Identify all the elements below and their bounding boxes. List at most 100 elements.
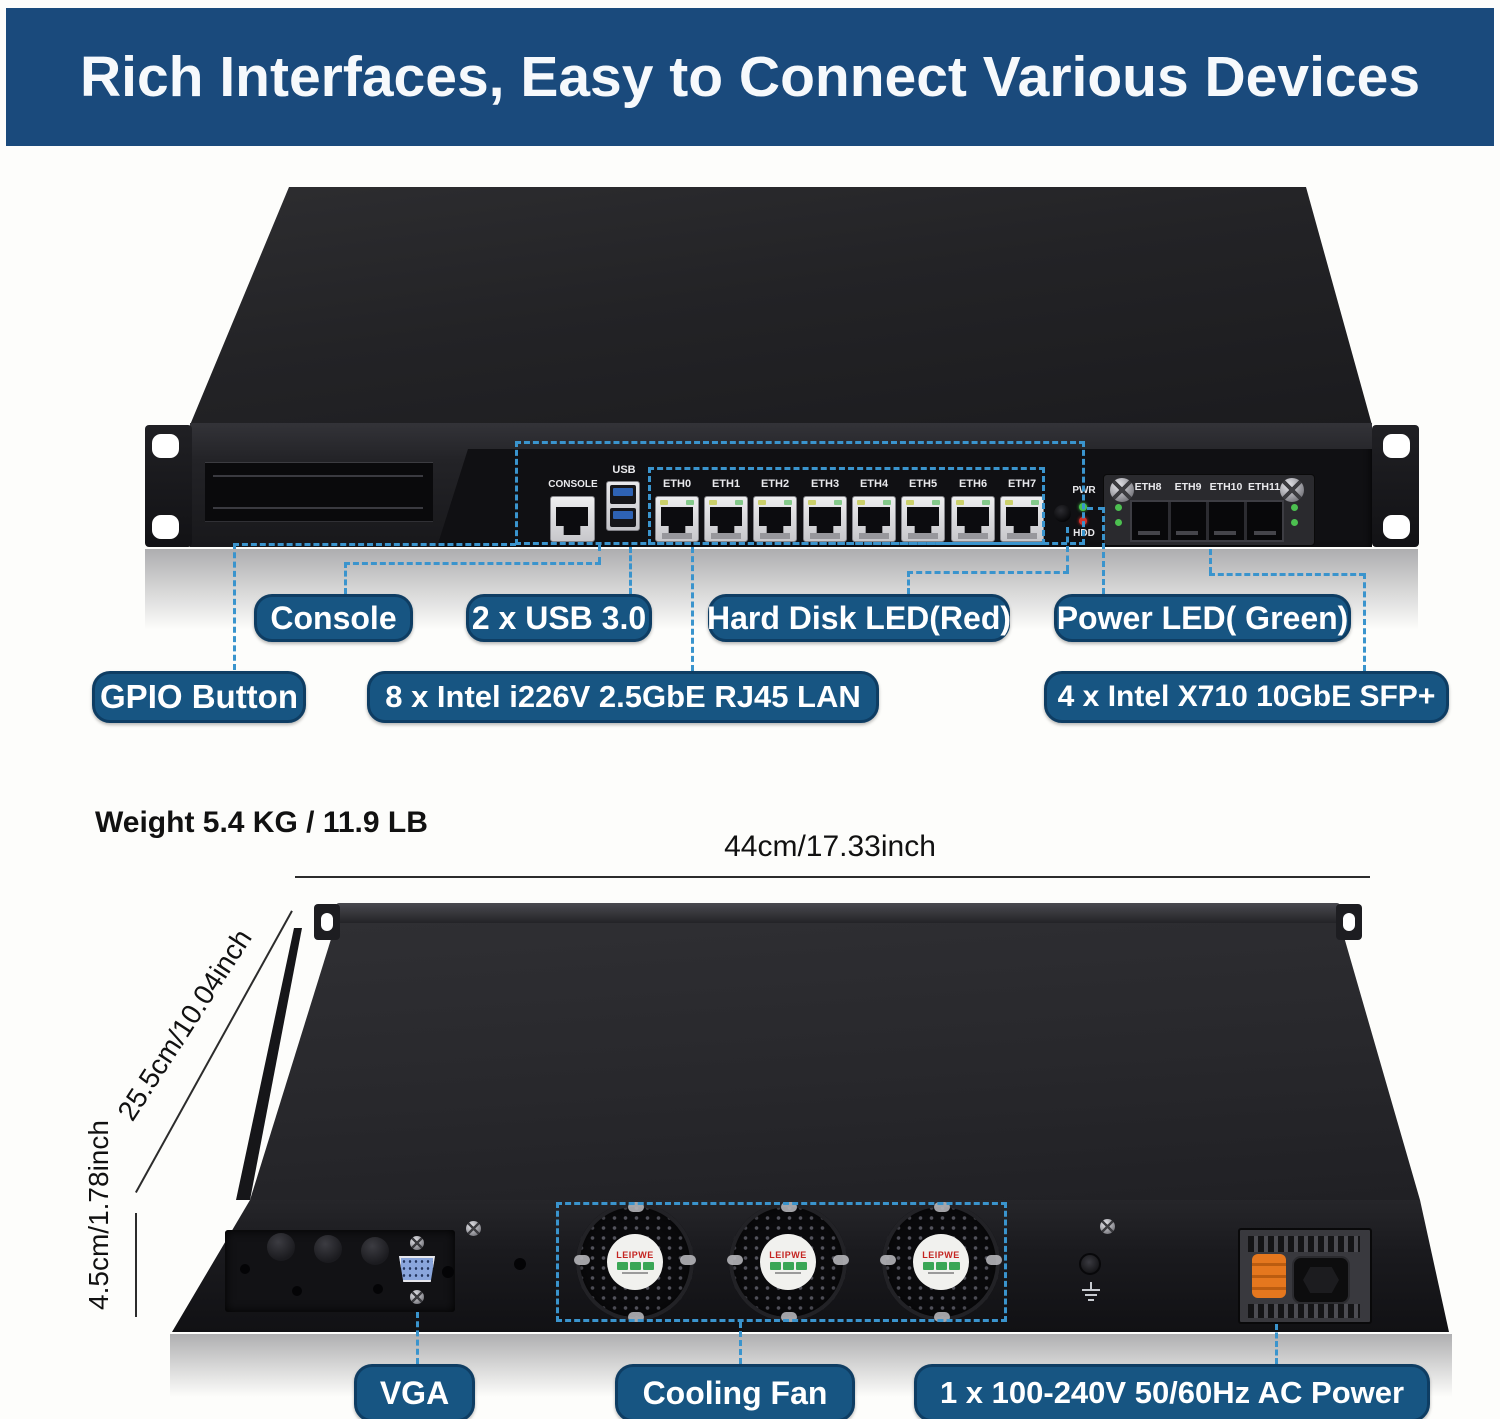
usb-label: USB (612, 464, 636, 476)
callout-line (1066, 527, 1069, 571)
eth1-label: ETH1 (711, 478, 741, 490)
vga-port (399, 1256, 435, 1282)
callout-console: Console (254, 594, 413, 642)
ear-hole (1383, 434, 1410, 458)
eth11-label: ETH11 (1247, 481, 1281, 493)
callout-line (1102, 507, 1105, 594)
usb3-port (610, 508, 636, 527)
height-dimension-line (135, 1213, 137, 1317)
eth3-port (803, 496, 847, 542)
phillips-screw-icon (1280, 478, 1304, 502)
fan-brand-label: LEIPWE (922, 1250, 960, 1260)
eth10-label: ETH10 (1209, 481, 1243, 493)
cooling-fan: LEIPWE (727, 1202, 849, 1322)
callout-line (344, 562, 601, 565)
callout-usb: 2 x USB 3.0 (466, 594, 652, 642)
panel-hole (373, 1284, 383, 1294)
eth7-port (1000, 496, 1044, 542)
phillips-screw-icon (466, 1221, 481, 1236)
eth5-label: ETH5 (908, 478, 938, 490)
callout-line (344, 562, 347, 594)
sfp-led (1115, 519, 1122, 526)
callout-box-eth-ports (648, 467, 1045, 545)
front-left-ear (145, 425, 192, 547)
callout-line (1209, 549, 1212, 573)
sfp-led (1291, 519, 1298, 526)
callout-line (233, 543, 236, 670)
eth4-port (852, 496, 896, 542)
eth4-label: ETH4 (859, 478, 889, 490)
callout-line (907, 571, 910, 594)
phillips-screw-icon (410, 1236, 424, 1250)
callout-line (1275, 1324, 1278, 1364)
gpio-button (1054, 505, 1071, 522)
psu-grille (1248, 1304, 1360, 1318)
callout-line (1087, 507, 1104, 510)
eth9-label: ETH9 (1174, 481, 1202, 493)
callout-cooling-fan: Cooling Fan (615, 1364, 855, 1419)
callout-line (233, 543, 516, 546)
ear-hole (152, 434, 179, 458)
usb-ports (606, 481, 640, 531)
tamper-seal (1079, 1253, 1101, 1275)
knockout-plug (314, 1235, 342, 1263)
callout-gpio: GPIO Button (92, 671, 306, 723)
callout-box-fans (556, 1202, 1007, 1322)
knockout-plug (361, 1237, 389, 1265)
phillips-screw-icon (1100, 1219, 1115, 1234)
front-top-surface (190, 187, 1372, 425)
usb-tongue (613, 511, 633, 519)
sfp-led (1115, 504, 1122, 511)
callout-line (629, 547, 632, 594)
usb3-port (610, 485, 636, 504)
eth0-port (655, 496, 699, 542)
ac-inlet-port (1292, 1256, 1350, 1304)
front-right-ear (1372, 425, 1419, 547)
ground-symbol-icon (1082, 1282, 1100, 1301)
callout-line (598, 545, 601, 563)
fan-brand-label: LEIPWE (616, 1250, 654, 1260)
knockout-plug (267, 1233, 295, 1261)
eth6-label: ETH6 (958, 478, 988, 490)
plate-slot (213, 475, 423, 477)
panel-hole (514, 1258, 526, 1270)
callout-lan: 8 x Intel i226V 2.5GbE RJ45 LAN (367, 671, 879, 723)
height-dimension-label: 4.5cm/1.78inch (83, 1120, 114, 1310)
weight-label: Weight 5.4 KG / 11.9 LB (95, 806, 428, 839)
psu-grille (1248, 1236, 1360, 1252)
rear-top-surface (250, 923, 1420, 1200)
callout-sfp: 4 x Intel X710 10GbE SFP+ (1044, 671, 1449, 723)
banner-title: Rich Interfaces, Easy to Connect Various… (79, 45, 1421, 109)
eth7-label: ETH7 (1007, 478, 1037, 490)
callout-line (907, 571, 1069, 574)
rear-front-rail (336, 903, 1340, 923)
eth0-label: ETH0 (662, 478, 692, 490)
panel-hole (240, 1264, 250, 1274)
callout-hdd-led: Hard Disk LED(Red) (707, 594, 1011, 642)
banner: Rich Interfaces, Easy to Connect Various… (6, 8, 1494, 146)
fan-brand-label: LEIPWE (769, 1250, 807, 1260)
panel-hole (442, 1266, 454, 1278)
plate-slot (213, 507, 423, 509)
power-supply-unit (1238, 1228, 1372, 1324)
callout-power-led: Power LED( Green) (1054, 594, 1351, 642)
front-blank-plate (205, 462, 433, 522)
eth2-port (753, 496, 797, 542)
psu-orange-clip (1252, 1254, 1286, 1298)
callout-line (1363, 573, 1366, 671)
phillips-screw-icon (410, 1290, 424, 1304)
callout-vga: VGA (354, 1364, 475, 1419)
callout-line (416, 1312, 419, 1364)
panel-hole (292, 1286, 302, 1296)
eth8-label: ETH8 (1134, 481, 1162, 493)
sfp-cage (1130, 500, 1284, 542)
eth5-port (901, 496, 945, 542)
callout-line (691, 547, 694, 671)
rack-tab (1336, 904, 1362, 940)
cooling-fan: LEIPWE (574, 1202, 696, 1322)
depth-dimension-label: 25.5cm/10.04inch (111, 923, 258, 1126)
eth6-port (951, 496, 995, 542)
cooling-fan: LEIPWE (880, 1202, 1002, 1322)
callout-line (739, 1322, 742, 1364)
